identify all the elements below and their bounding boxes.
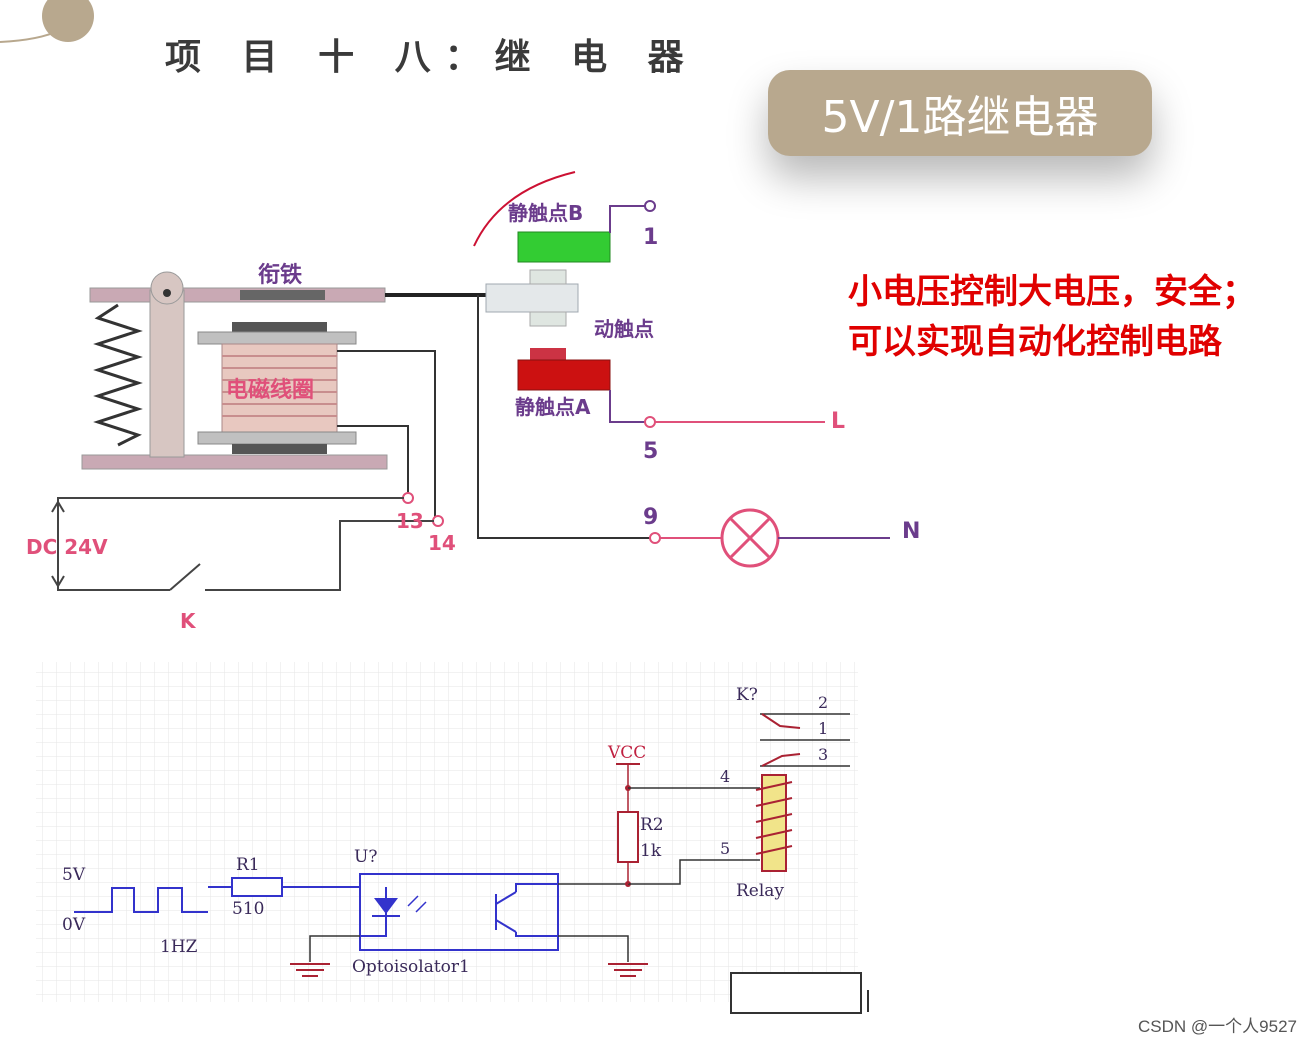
relay-mechanical-diagram: 衔铁 电磁线圈 静触点B 静触点A 动触点 1 5 9 13 14 L N DC…: [26, 171, 920, 633]
led-icon: [374, 898, 398, 914]
coil-top-cap: [232, 322, 327, 332]
label-pin-3: 3: [818, 745, 828, 764]
terminal-13-label: 13: [396, 509, 424, 533]
annotation-stroke: [473, 171, 576, 247]
moving-contact-label: 动触点: [594, 317, 654, 341]
optoisolator-box: [359, 873, 559, 951]
ground-icon-right: [608, 963, 648, 977]
pulse-waveform: [74, 887, 208, 913]
base-plate: [81, 454, 388, 470]
label-r1: R1: [236, 855, 260, 875]
terminal-14-label: 14: [428, 531, 456, 555]
label-0v: 0V: [62, 915, 86, 935]
label-relay: Relay: [736, 881, 784, 901]
terminal-5-label: 5: [643, 439, 658, 464]
terminal-1-node: [644, 200, 656, 212]
line-n-label: N: [902, 519, 920, 544]
relay-coil: [761, 774, 787, 872]
label-pin-4: 4: [720, 767, 730, 786]
label-r2-value: 1k: [640, 841, 662, 861]
label-pin-5: 5: [720, 839, 730, 858]
moving-contact: [485, 283, 579, 313]
module-badge-label: 5V/1路继电器: [821, 92, 1099, 143]
label-pin-2: 2: [818, 693, 828, 712]
resistor-r1: [231, 877, 283, 897]
blank-box: [730, 972, 862, 1014]
corner-ornament: [0, 0, 94, 43]
page-title: 项 目 十 八：继 电 器: [165, 36, 698, 78]
spring: [93, 303, 143, 447]
switch-k-label: K: [180, 609, 197, 633]
label-r2: R2: [640, 815, 664, 835]
label-vcc: VCC: [607, 743, 646, 763]
terminal-1-label: 1: [643, 225, 658, 250]
module-badge: 5V/1路继电器: [768, 70, 1152, 156]
label-k: K?: [736, 685, 758, 705]
coil-label: 电磁线圈: [226, 377, 314, 403]
armature-label: 衔铁: [258, 262, 302, 288]
footer-credit: CSDN @一个人9527: [1138, 1017, 1297, 1036]
label-u: U?: [354, 847, 377, 867]
label-r1-value: 510: [232, 899, 264, 919]
supply-label: DC 24V: [26, 535, 108, 559]
label-optoisolator: Optoisolator1: [352, 957, 470, 977]
pivot-post: [149, 289, 185, 458]
coil-body: [221, 343, 338, 433]
note-line-1: 小电压控制大电压，安全；: [848, 272, 1256, 312]
resistor-r2: [617, 811, 639, 863]
schematic-grid: [36, 662, 858, 1002]
ground-icon-left: [290, 963, 330, 977]
terminal-9-label: 9: [643, 505, 658, 530]
label-1hz: 1HZ: [160, 937, 198, 957]
static-contact-a-label: 静触点A: [515, 395, 591, 419]
note-line-2: 可以实现自动化控制电路: [848, 322, 1222, 362]
static-contact-b-label: 静触点B: [508, 201, 583, 225]
label-5v: 5V: [62, 865, 86, 885]
static-contact-a: [517, 359, 611, 391]
label-pin-1: 1: [818, 719, 828, 738]
line-l-label: L: [831, 409, 845, 434]
static-contact-b: [517, 231, 611, 263]
